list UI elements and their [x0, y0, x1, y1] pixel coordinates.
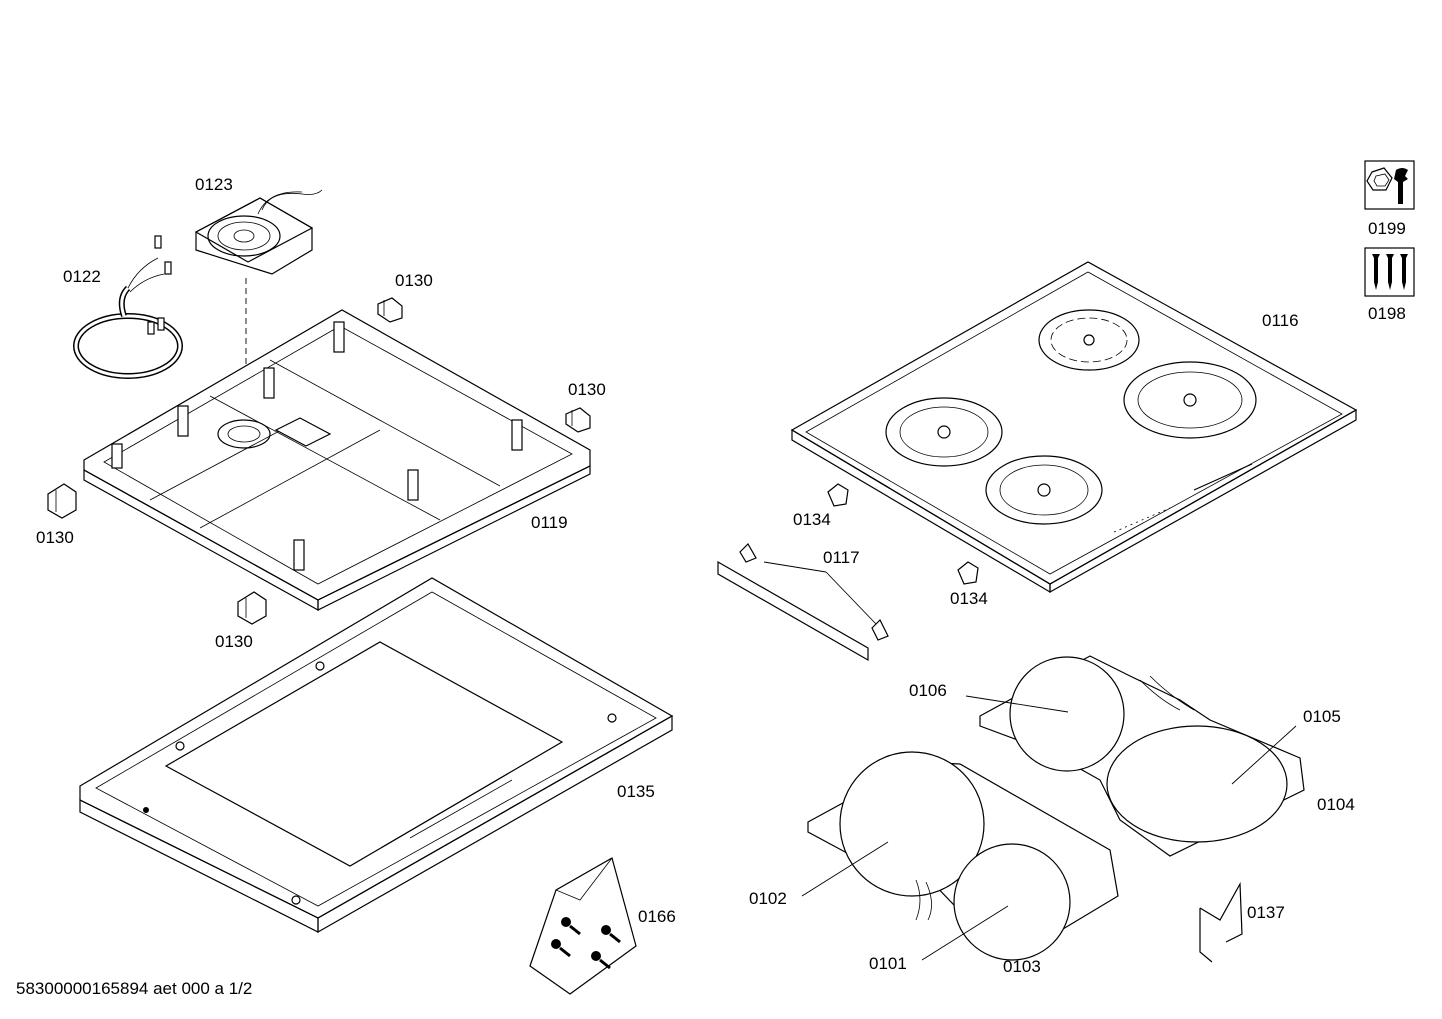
glass-ceramic-hob[interactable] — [790, 261, 1358, 594]
heater-plate-rear[interactable] — [979, 655, 1305, 857]
label-0134-left: 0134 — [793, 510, 831, 529]
label-0135: 0135 — [617, 782, 655, 801]
label-0199: 0199 — [1368, 219, 1406, 238]
label-0105: 0105 — [1303, 707, 1341, 726]
cooling-fan[interactable] — [194, 189, 323, 275]
mounting-clip-right[interactable] — [565, 407, 591, 433]
label-0130-top: 0130 — [395, 271, 433, 290]
label-0119: 0119 — [531, 513, 568, 532]
label-0122: 0122 — [63, 267, 101, 286]
label-0198: 0198 — [1368, 304, 1406, 323]
housing-tray[interactable] — [83, 309, 591, 612]
label-0166: 0166 — [638, 907, 676, 926]
mounting-clip-left[interactable] — [47, 483, 77, 519]
hob-clip-right[interactable] — [957, 561, 979, 585]
heater-plate-front[interactable] — [807, 751, 1119, 961]
label-0103: 0103 — [1003, 957, 1041, 976]
hob-clip-left[interactable] — [827, 483, 849, 507]
label-0137: 0137 — [1247, 903, 1285, 922]
label-0104: 0104 — [1317, 795, 1355, 814]
tool-icon[interactable] — [1364, 160, 1415, 210]
mounting-clip-bottom[interactable] — [237, 591, 267, 625]
screw-set-icon[interactable] — [1364, 247, 1415, 297]
power-cable-coil[interactable] — [62, 235, 194, 388]
label-0130-right: 0130 — [568, 380, 606, 399]
label-0130-bottom: 0130 — [215, 632, 253, 651]
label-0134-right: 0134 — [950, 589, 988, 608]
mounting-frame[interactable] — [79, 577, 674, 934]
label-0130-left: 0130 — [36, 528, 74, 547]
document-id: 58300000165894 aet 000 a 1/2 — [16, 979, 253, 998]
label-0101: 0101 — [869, 954, 907, 973]
label-0116: 0116 — [1262, 311, 1299, 330]
screw-bag[interactable] — [529, 857, 637, 995]
label-0106: 0106 — [909, 681, 947, 700]
mounting-clip-top[interactable] — [377, 297, 403, 323]
label-0117: 0117 — [823, 548, 860, 567]
label-0102: 0102 — [749, 889, 787, 908]
label-0123: 0123 — [195, 175, 233, 194]
fixing-rail[interactable] — [717, 543, 889, 662]
angle-bracket[interactable] — [1199, 881, 1243, 963]
